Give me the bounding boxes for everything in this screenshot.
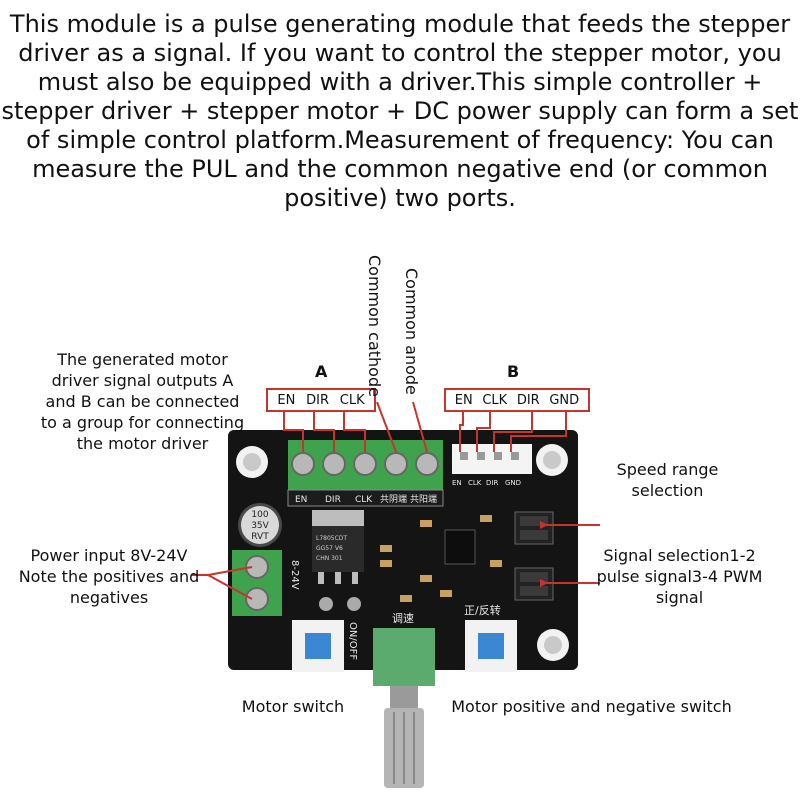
power-callout: Power input 8V-24V Note the positives an… <box>18 546 200 607</box>
direction-switch-callout: Motor positive and negative switch <box>451 697 732 716</box>
silk-pin: 共阳端 <box>410 493 437 505</box>
outputs-callout: The generated motor driver signal output… <box>40 350 245 453</box>
silk-pin: EN <box>295 495 307 505</box>
connector-a-label: A <box>315 362 328 381</box>
pin-label: GND <box>549 392 580 408</box>
svg-text:CLK: CLK <box>468 479 482 487</box>
speed-range-callout: Speed range selection <box>616 460 719 500</box>
svg-text:35V: 35V <box>251 521 269 531</box>
mounting-hole <box>544 636 562 654</box>
common-cathode-label: Common cathode <box>365 255 384 397</box>
terminal-screws-a <box>291 452 439 476</box>
intro-paragraph: This module is a pulse generating module… <box>1 10 799 212</box>
svg-text:RVT: RVT <box>251 532 269 542</box>
voltage-regulator <box>312 510 364 526</box>
silk-pin: 共阴端 <box>380 493 407 505</box>
svg-text:L7805CDT: L7805CDT <box>316 535 347 542</box>
silk-voltage: 8-24V <box>289 560 300 590</box>
potentiometer-body <box>373 628 435 686</box>
pin-label: EN <box>277 392 296 408</box>
connector-b-pins: EN CLK DIR GND <box>444 388 590 412</box>
pin-label: CLK <box>339 392 365 408</box>
ic-chip <box>444 529 476 565</box>
signal-jumpers <box>514 567 554 601</box>
motor-switch-callout: Motor switch <box>241 697 345 716</box>
signal-selection-callout: Signal selection1-2 pulse signal3-4 PWM … <box>596 546 763 607</box>
svg-text:EN: EN <box>452 479 462 487</box>
svg-text:正/反转: 正/反转 <box>464 603 501 617</box>
pin-label: DIR <box>516 392 540 408</box>
svg-text:DIR: DIR <box>486 479 498 487</box>
connector-b-label: B <box>507 362 520 381</box>
connector-a-pins: EN DIR CLK <box>266 388 376 412</box>
mounting-hole <box>543 451 561 469</box>
pin-label: CLK <box>482 392 508 408</box>
mounting-hole <box>243 453 261 471</box>
pin-label: DIR <box>306 392 329 408</box>
svg-text:调速: 调速 <box>392 612 414 625</box>
silk-pin: DIR <box>325 495 341 505</box>
common-anode-label: Common anode <box>402 268 421 395</box>
svg-text:CHN 301: CHN 301 <box>316 555 343 562</box>
svg-text:GG57 V6: GG57 V6 <box>316 545 343 552</box>
speed-jumpers <box>514 511 554 545</box>
silk-pin: CLK <box>355 495 373 505</box>
svg-text:ON/OFF: ON/OFF <box>347 622 358 660</box>
svg-text:GND: GND <box>505 479 521 487</box>
svg-text:100: 100 <box>251 510 268 520</box>
pointer-lines <box>192 401 600 600</box>
pin-label: EN <box>454 392 473 408</box>
